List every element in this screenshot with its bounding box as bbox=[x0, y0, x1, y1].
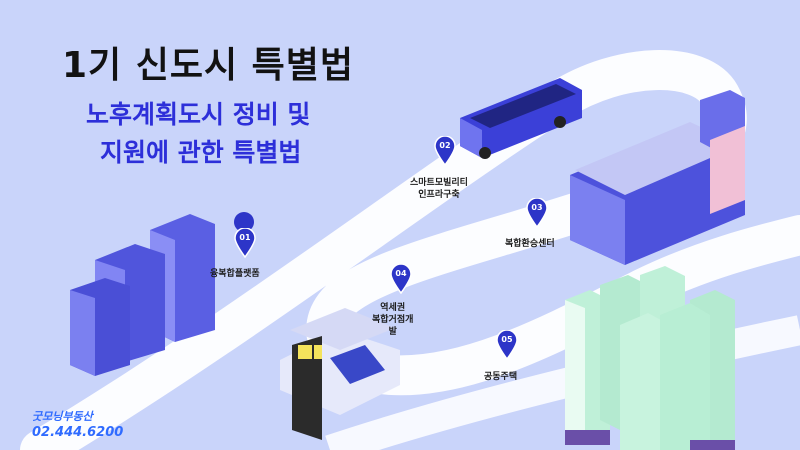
marker-03: 03 bbox=[526, 197, 548, 229]
marker-number: 05 bbox=[501, 335, 513, 344]
map-pin-icon bbox=[234, 227, 256, 259]
apartments bbox=[565, 266, 735, 450]
map-pin-icon bbox=[390, 263, 412, 295]
bus-illustration bbox=[460, 78, 582, 159]
marker-label-02-line-2: 인프라구축 bbox=[418, 190, 460, 200]
marker-04: 04 bbox=[390, 263, 412, 295]
map-pin-icon bbox=[526, 197, 548, 229]
brand-name: 굿모닝부동산 bbox=[32, 410, 93, 423]
pins bbox=[234, 212, 255, 232]
marker-label-01: 융복합플랫폼 bbox=[210, 269, 260, 279]
marker-02: 02 bbox=[434, 135, 456, 167]
map-pin-icon bbox=[234, 212, 255, 232]
marker-label-02: 스마트모빌리티 인프라구축 bbox=[410, 177, 468, 201]
subtitle-line-2: 지원에 관한 특별법 bbox=[100, 138, 302, 167]
marker-number: 04 bbox=[395, 269, 407, 278]
page-title: 1기 신도시 특별법 bbox=[62, 45, 354, 86]
marker-label-04: 역세권 복합거점개 발 bbox=[372, 302, 413, 338]
transit-center bbox=[570, 90, 745, 265]
office-buildings bbox=[70, 214, 215, 376]
marker-number: 02 bbox=[439, 141, 451, 150]
marker-number: 03 bbox=[531, 203, 543, 212]
marker-05: 05 bbox=[496, 329, 518, 361]
marker-label-03: 복합환승센터 bbox=[505, 239, 555, 249]
map-pin-icon bbox=[496, 329, 518, 361]
station bbox=[280, 308, 400, 440]
marker-label-04-line-3: 발 bbox=[388, 327, 397, 337]
marker-01: 01 bbox=[234, 227, 256, 259]
marker-label-02-line-1: 스마트모빌리티 bbox=[410, 178, 468, 188]
map-pin-icon bbox=[434, 135, 456, 167]
marker-label-04-line-1: 역세권 bbox=[380, 303, 406, 313]
phone-number: 02.444.6200 bbox=[32, 425, 124, 440]
marker-number: 01 bbox=[239, 233, 251, 242]
marker-label-05: 공동주택 bbox=[484, 372, 518, 382]
marker-label-04-line-2: 복합거점개 bbox=[372, 315, 414, 325]
subtitle-line-1: 노후계획도시 정비 및 bbox=[86, 100, 311, 129]
